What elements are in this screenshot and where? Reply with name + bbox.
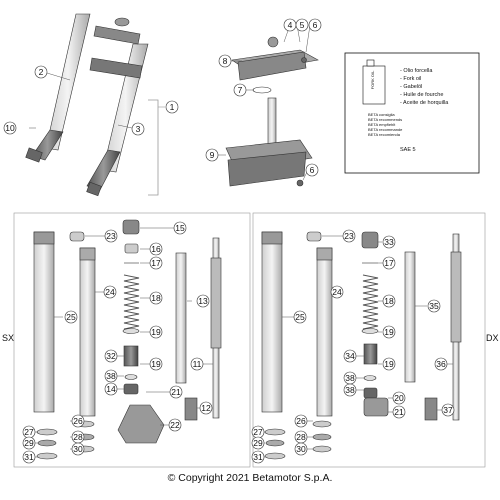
callout-right-30: 30 [296, 444, 306, 454]
callout-1: 1 [170, 102, 175, 112]
callout-3: 3 [136, 124, 141, 134]
callout-left-24: 24 [105, 287, 115, 297]
oil-grade: SAE 5 [400, 147, 416, 153]
callout-right-36: 36 [436, 359, 446, 369]
oil-recommend-fr: BETA recommande [368, 127, 403, 132]
right-leg-parts [261, 231, 462, 460]
oil-recommend-en: BETA recommends [368, 117, 402, 122]
callout-2: 2 [39, 67, 44, 77]
callout-right-35: 35 [429, 301, 439, 311]
side-label-right: DX [486, 333, 499, 343]
callout-left-19b: 19 [151, 359, 161, 369]
callout-left-28: 28 [73, 432, 83, 442]
callout-left-17: 17 [151, 258, 161, 268]
callout-left-14: 14 [106, 384, 116, 394]
callout-left-18: 18 [151, 293, 161, 303]
callout-right-19b: 19 [384, 359, 394, 369]
oil-lang-es: - Aceite de horquilla [400, 100, 449, 106]
callout-4: 4 [288, 20, 293, 30]
fork-assembly-top [25, 13, 149, 197]
callout-6-top: 6 [313, 20, 318, 30]
oil-lang-fr: - Huile de fourche [400, 92, 443, 98]
callout-left-15: 15 [175, 223, 185, 233]
left-leg-parts [33, 219, 222, 460]
oil-can-label: FORK OIL [370, 70, 375, 89]
oil-recommend-it: BETA consiglia [368, 112, 395, 117]
callout-left-31: 31 [24, 452, 34, 462]
left-leg-box [13, 212, 251, 468]
callout-left-21: 21 [171, 387, 181, 397]
callout-left-22: 22 [170, 420, 180, 430]
callout-right-28: 28 [296, 432, 306, 442]
leader-lines [29, 24, 453, 458]
callout-left-25: 25 [66, 312, 76, 322]
callout-left-19: 19 [151, 327, 161, 337]
callout-left-38: 38 [106, 371, 116, 381]
callout-right-37: 37 [443, 405, 453, 415]
callout-right-31: 31 [253, 452, 263, 462]
callout-right-26: 26 [296, 416, 306, 426]
callout-circles [3, 18, 455, 464]
callout-8: 8 [223, 56, 228, 66]
callout-9: 9 [210, 150, 215, 160]
callout-right-29: 29 [253, 438, 263, 448]
callout-right-14: 38 [345, 385, 355, 395]
oil-lang-de: - Gabelöl [400, 84, 422, 90]
oil-spec-box [344, 52, 480, 174]
side-label-left: SX [2, 333, 14, 343]
callout-left-30: 30 [73, 444, 83, 454]
callout-left-27: 27 [24, 427, 34, 437]
callout-right-21: 21 [394, 407, 404, 417]
callout-right-24: 24 [332, 287, 342, 297]
callout-left-13: 13 [198, 296, 208, 306]
callout-right-23: 23 [344, 231, 354, 241]
callout-6-bottom: 6 [310, 165, 315, 175]
callout-left-29: 29 [24, 438, 34, 448]
oil-recommend-es: BETA recomienda [368, 132, 401, 137]
callout-left-23: 23 [106, 231, 116, 241]
callout-10: 10 [5, 123, 15, 133]
callout-left-26: 26 [73, 416, 83, 426]
callout-5: 5 [300, 20, 305, 30]
callout-right-27: 27 [253, 427, 263, 437]
oil-lang-it: - Olio forcella [400, 68, 433, 74]
callout-right-18: 18 [384, 296, 394, 306]
callout-right-25: 25 [295, 312, 305, 322]
callout-right-17: 17 [384, 258, 394, 268]
oil-recommend-de: BETA empfiehlt [368, 122, 396, 127]
callout-left-12: 12 [201, 403, 211, 413]
right-leg-box [252, 212, 486, 468]
callout-left-11: 11 [193, 359, 202, 369]
callout-right-38: 38 [345, 373, 355, 383]
callout-right-19: 19 [384, 327, 394, 337]
callout-left-16: 16 [151, 244, 161, 254]
callout-right-20: 20 [394, 393, 404, 403]
callout-right-34: 34 [345, 351, 355, 361]
oil-lang-en: - Fork oil [400, 76, 421, 82]
callout-7: 7 [238, 85, 243, 95]
callout-right-33: 33 [384, 237, 394, 247]
steering-crown-exploded [225, 36, 319, 187]
copyright-footer: © Copyright 2021 Betamotor S.p.A. [167, 472, 333, 484]
callout-left-32: 32 [106, 351, 116, 361]
